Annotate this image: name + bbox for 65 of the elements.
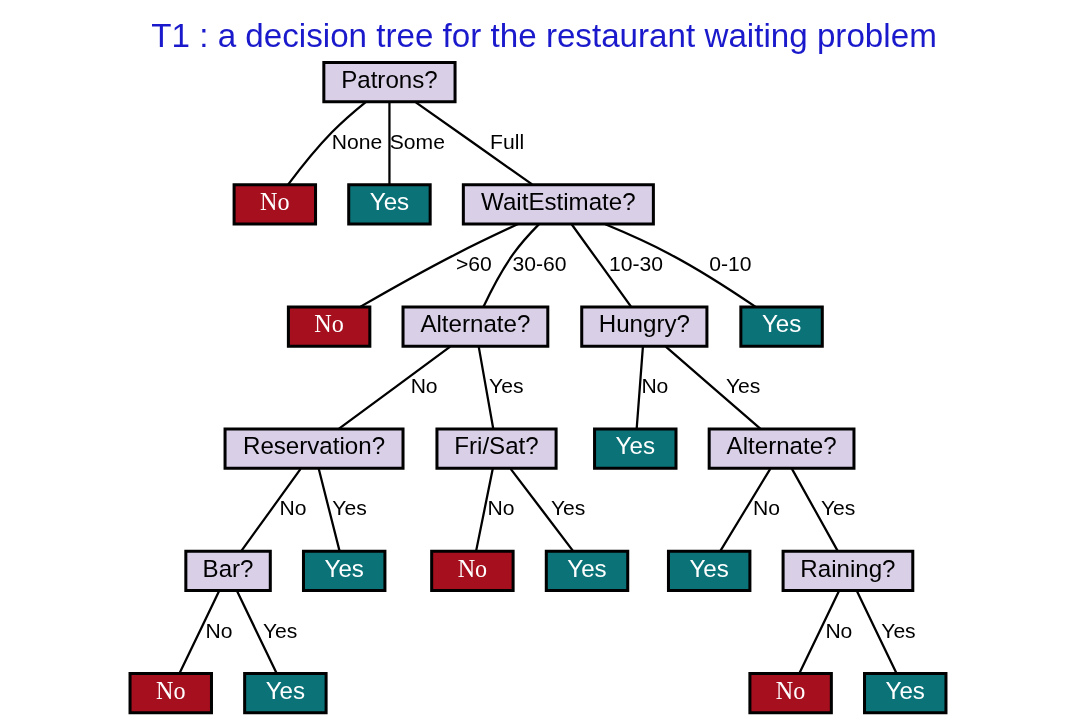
node-box: Reservation? bbox=[223, 427, 405, 470]
connector bbox=[481, 223, 540, 308]
connector bbox=[387, 102, 391, 185]
node-box: WaitEstimate? bbox=[461, 183, 655, 226]
connector bbox=[337, 345, 451, 430]
edge-label: 0-10 bbox=[708, 252, 751, 276]
connector bbox=[509, 468, 574, 552]
edge-label: Yes bbox=[725, 374, 760, 398]
edge-label: Yes bbox=[488, 374, 524, 398]
connector bbox=[359, 223, 519, 308]
connector bbox=[603, 222, 756, 308]
edge-label: No bbox=[824, 618, 852, 642]
node-box: Yes bbox=[592, 427, 677, 470]
connector bbox=[317, 468, 341, 552]
node-box: Raining? bbox=[781, 549, 914, 592]
edge-label: No bbox=[278, 496, 306, 520]
edge-label: No bbox=[205, 618, 233, 642]
connector bbox=[235, 590, 277, 674]
connector bbox=[286, 101, 366, 186]
edge-label: Yes bbox=[880, 618, 916, 642]
edge-label: None bbox=[331, 129, 382, 153]
edge-label: No bbox=[487, 496, 515, 520]
connector bbox=[635, 346, 644, 429]
edge-label: 10-30 bbox=[608, 252, 663, 276]
node-box: No bbox=[128, 671, 213, 715]
node-box: No bbox=[286, 305, 371, 348]
node-box: Yes bbox=[301, 549, 386, 592]
edge-label: Yes bbox=[550, 496, 585, 520]
edge-label: >60 bbox=[455, 252, 492, 276]
connector bbox=[477, 346, 494, 429]
node-box: Yes bbox=[242, 671, 328, 715]
node-box: No bbox=[747, 671, 833, 715]
node-box: Alternate? bbox=[707, 427, 855, 470]
node-box: Yes bbox=[544, 549, 629, 592]
connector bbox=[790, 468, 839, 552]
connector bbox=[664, 345, 761, 430]
connector bbox=[414, 101, 533, 186]
node-box: Fri/Sat? bbox=[434, 427, 558, 470]
connector bbox=[570, 223, 632, 308]
edge-label: Yes bbox=[262, 618, 297, 642]
edge-label: No bbox=[640, 374, 668, 398]
node-box: No bbox=[429, 549, 515, 592]
connector bbox=[855, 590, 897, 674]
node-box: Yes bbox=[862, 671, 947, 715]
node-box: Bar? bbox=[183, 549, 272, 592]
edge-label: 30-60 bbox=[512, 252, 567, 276]
node-box: Yes bbox=[738, 305, 824, 348]
node-box: Alternate? bbox=[401, 305, 549, 348]
node-box: Hungry? bbox=[579, 305, 708, 348]
node-box: No bbox=[232, 183, 317, 226]
connector bbox=[718, 468, 771, 552]
edge-label: No bbox=[752, 496, 780, 520]
edge-label: Some bbox=[389, 129, 445, 153]
connector bbox=[798, 590, 840, 674]
node-box: Yes bbox=[666, 549, 751, 592]
edge-label: Yes bbox=[331, 496, 367, 520]
edge-label: Yes bbox=[820, 496, 855, 520]
node-box: Yes bbox=[346, 183, 432, 226]
edge-label: Full bbox=[489, 129, 524, 153]
connector bbox=[474, 468, 494, 552]
node-box: Patrons? bbox=[321, 61, 457, 104]
connector bbox=[240, 468, 301, 552]
connector bbox=[178, 590, 220, 674]
edge-label: No bbox=[410, 374, 438, 398]
diagram-title: T1 : a decision tree for the restaurant waiting problem bbox=[150, 16, 937, 54]
